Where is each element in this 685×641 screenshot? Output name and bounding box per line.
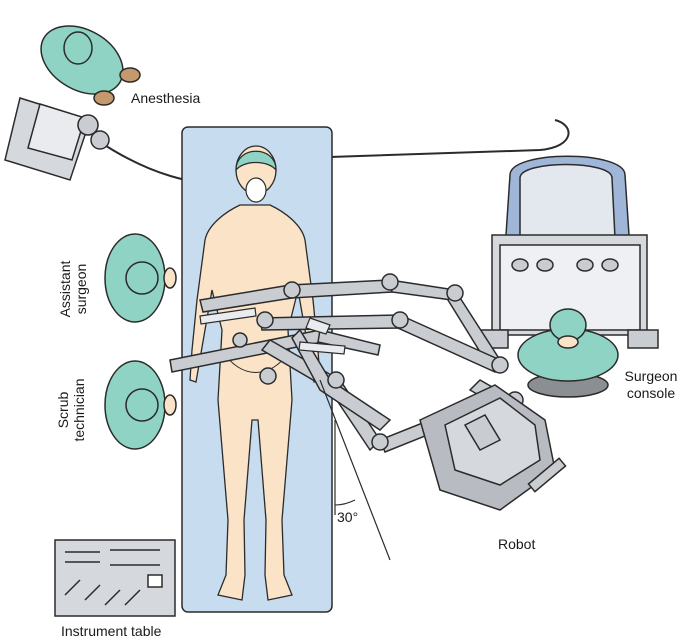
scrub-technician-label: Scrub technician <box>55 370 89 450</box>
assistant-surgeon-label-line1: Assistant <box>57 260 73 318</box>
robot-label: Robot <box>498 536 536 552</box>
assistant-surgeon-label-line2: surgeon <box>73 263 89 315</box>
angle-diagonal-line <box>319 379 391 561</box>
scrub-technician <box>104 360 177 450</box>
anesthesia-cable <box>99 119 570 189</box>
robot-arms <box>169 273 524 453</box>
patient-cap <box>235 150 277 172</box>
scrub-technician-label-line2: technician <box>71 378 87 442</box>
anesthesia-label: Anesthesia <box>131 90 201 106</box>
surgeon-console-label: Surgeon console <box>620 368 682 402</box>
assistant-surgeon <box>104 233 177 323</box>
angle-label: 30° <box>337 509 359 525</box>
surgeon-console-label-line1: Surgeon <box>624 368 678 384</box>
console-surgeon <box>517 308 619 398</box>
assistant-surgeon-label: Assistant surgeon <box>57 254 91 324</box>
scrub-technician-label-line1: Scrub <box>55 391 71 429</box>
robot-base <box>419 384 567 511</box>
anesthesiologist <box>40 25 141 106</box>
surgeon-console-label-line2: console <box>626 385 676 401</box>
angle-arc <box>334 499 356 506</box>
surgeon-console <box>477 155 659 349</box>
anesthesia-machine <box>4 97 110 181</box>
robot-instruments <box>199 307 346 355</box>
instrument-table <box>54 539 176 617</box>
instrument-table-label: Instrument table <box>61 623 162 639</box>
anesthesia-mask <box>245 177 267 203</box>
